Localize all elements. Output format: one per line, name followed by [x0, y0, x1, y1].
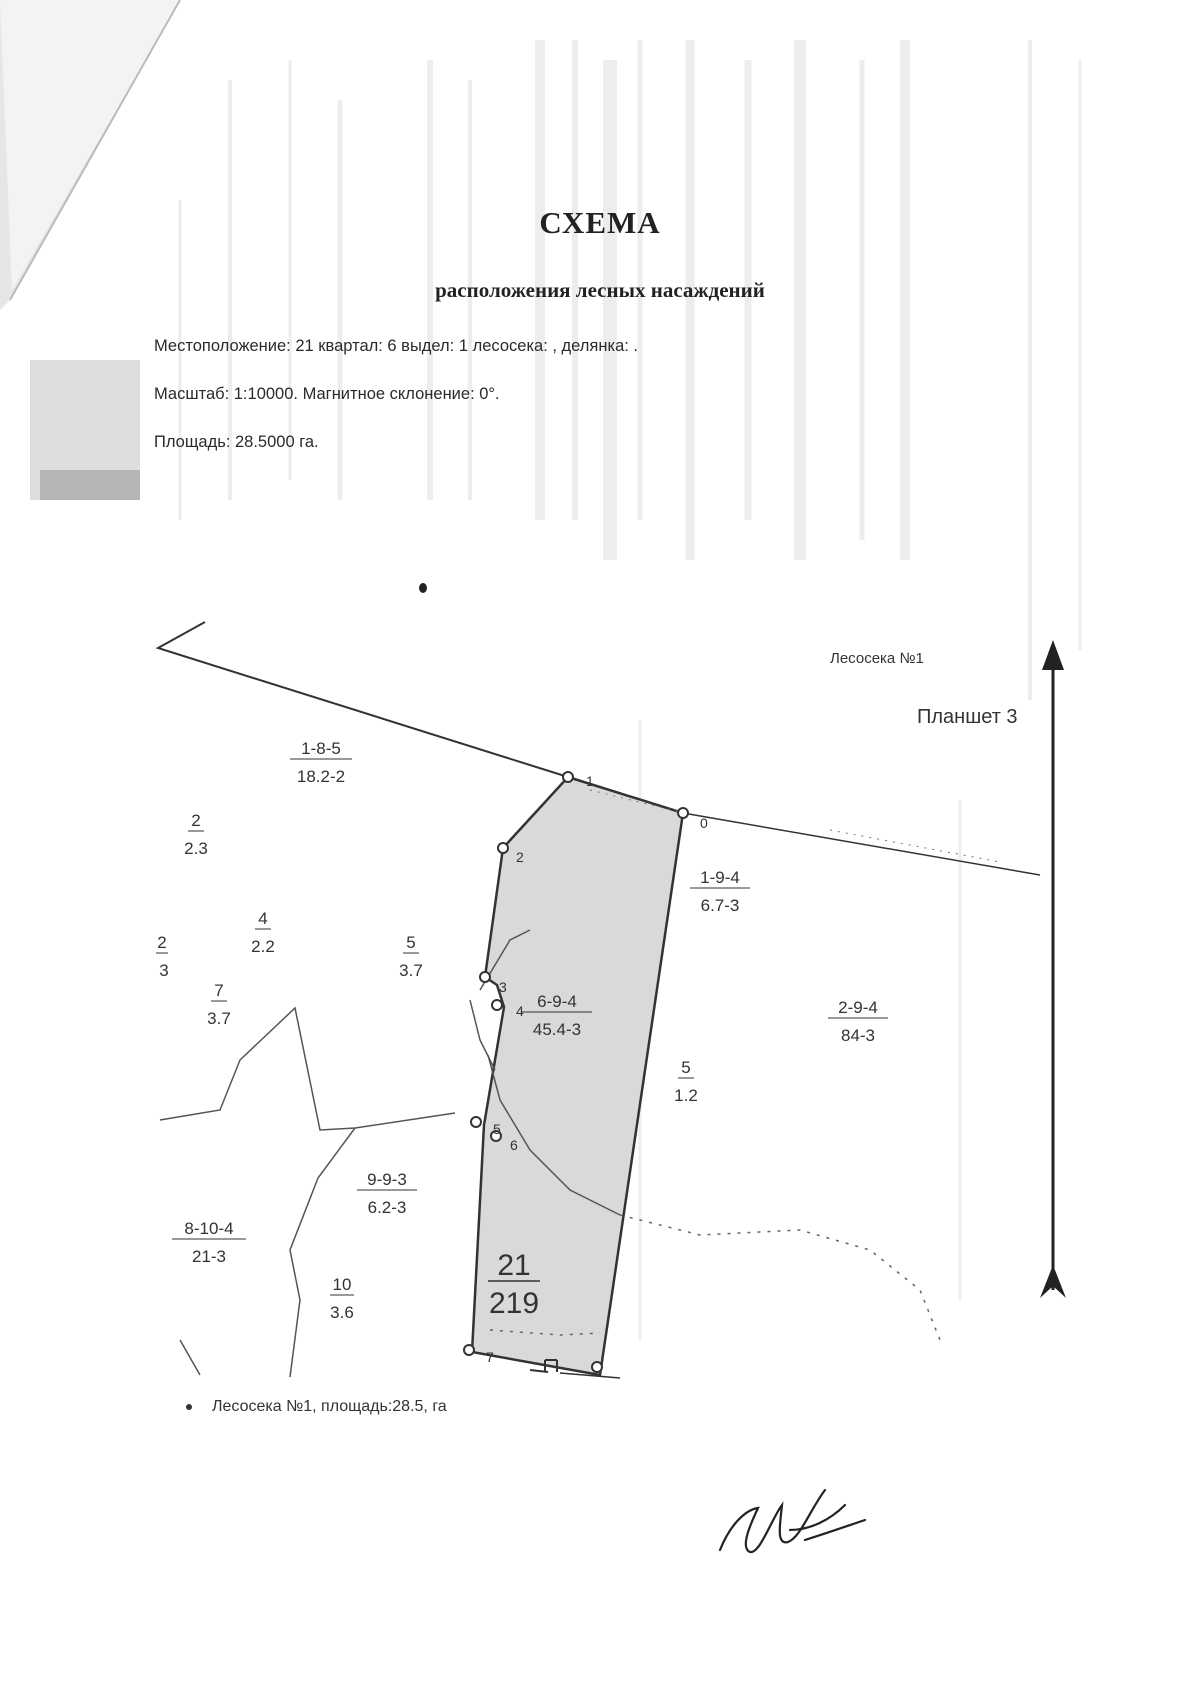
parcel-label: 5 1.2 — [674, 1058, 698, 1105]
parcel-label: 6-9-4 45.4-3 — [522, 992, 592, 1039]
vertex-marker — [479, 971, 491, 983]
svg-text:3.7: 3.7 — [399, 961, 423, 980]
svg-text:8-10-4: 8-10-4 — [184, 1219, 233, 1238]
svg-text:2.3: 2.3 — [184, 839, 208, 858]
svg-text:4: 4 — [258, 909, 267, 928]
svg-text:2.2: 2.2 — [251, 937, 275, 956]
svg-text:7: 7 — [214, 981, 223, 1000]
svg-text:3.6: 3.6 — [330, 1303, 354, 1322]
svg-text:10: 10 — [333, 1275, 352, 1294]
parcel-label: 2 3 — [156, 933, 169, 980]
svg-text:21-3: 21-3 — [192, 1247, 226, 1266]
quarter-boundary-line — [682, 812, 1041, 876]
parcel-label: 4 2.2 — [251, 909, 275, 956]
svg-text:1-9-4: 1-9-4 — [700, 868, 740, 887]
vertex-marker — [677, 807, 689, 819]
point-label: 4 — [516, 1003, 524, 1019]
svg-text:45.4-3: 45.4-3 — [533, 1020, 581, 1039]
quarter-label: 21 219 — [488, 1249, 540, 1320]
parcel-label: 1-8-5 18.2-2 — [290, 739, 352, 786]
svg-text:6-9-4: 6-9-4 — [537, 992, 577, 1011]
point-label: 2 — [516, 849, 524, 865]
signature — [718, 1488, 867, 1554]
area-line: Площадь: 28.5000 га. — [154, 433, 319, 451]
svg-text:6.2-3: 6.2-3 — [368, 1198, 407, 1217]
point-label: 3 — [499, 979, 507, 995]
sheet-label: Планшет 3 — [917, 706, 1018, 728]
svg-text:1.2: 1.2 — [674, 1086, 698, 1105]
parcel-label: 7 3.7 — [207, 981, 231, 1028]
bullet-icon — [186, 1404, 192, 1410]
parcel-label: 5 3.7 — [399, 933, 423, 980]
svg-text:1-8-5: 1-8-5 — [301, 739, 341, 758]
vertex-marker — [562, 771, 574, 783]
vertex-marker — [591, 1361, 603, 1373]
legend-item: Лесосека №1, площадь:28.5, га — [186, 1398, 447, 1416]
document-title: СХЕМА — [539, 205, 661, 240]
point-label: 5 — [493, 1121, 501, 1137]
legend-text: Лесосека №1, площадь:28.5, га — [212, 1398, 447, 1415]
plot-name-label: Лесосека №1 — [830, 650, 924, 667]
document-subtitle: расположения лесных насаждений — [435, 278, 765, 302]
folded-corner — [0, 0, 181, 310]
parcel-label: 2 2.3 — [184, 811, 208, 858]
svg-text:3: 3 — [159, 961, 168, 980]
parcel-label: 9-9-3 6.2-3 — [357, 1170, 417, 1217]
point-label: 0 — [700, 815, 708, 831]
svg-text:21: 21 — [497, 1249, 530, 1282]
vertex-marker — [497, 842, 509, 854]
plot-polygon — [470, 775, 685, 1377]
scale-line: Масштаб: 1:10000. Магнитное склонение: 0… — [154, 385, 500, 403]
svg-text:5: 5 — [406, 933, 415, 952]
vertex-marker — [470, 1116, 482, 1128]
svg-text:3.7: 3.7 — [207, 1009, 231, 1028]
svg-text:2-9-4: 2-9-4 — [838, 998, 878, 1017]
svg-text:5: 5 — [681, 1058, 690, 1077]
svg-text:2: 2 — [157, 933, 166, 952]
location-line: Местоположение: 21 квартал: 6 выдел: 1 л… — [154, 337, 638, 355]
svg-text:219: 219 — [489, 1287, 539, 1320]
quarter-boundary-line — [155, 621, 569, 778]
point-label: 1 — [586, 773, 594, 789]
parcel-label: 1-9-4 6.7-3 — [690, 868, 750, 915]
svg-text:84-3: 84-3 — [841, 1026, 875, 1045]
point-label: 7 — [486, 1349, 494, 1365]
parcel-label: 8-10-4 21-3 — [172, 1219, 246, 1266]
vertex-marker — [490, 1130, 502, 1142]
north-arrow — [1040, 640, 1066, 1298]
parcel-label: 2-9-4 84-3 — [828, 998, 888, 1045]
svg-text:6.7-3: 6.7-3 — [701, 896, 740, 915]
vertex-marker — [463, 1344, 475, 1356]
parcel-label: 10 3.6 — [330, 1275, 354, 1322]
svg-text:2: 2 — [191, 811, 200, 830]
point-label: 6 — [510, 1137, 518, 1153]
svg-text:18.2-2: 18.2-2 — [297, 767, 345, 786]
svg-text:9-9-3: 9-9-3 — [367, 1170, 407, 1189]
vertex-marker — [491, 999, 503, 1011]
forest-plot-map: 0 1 2 3 4 5 6 7 Лесосека №1 Планшет 3 — [155, 621, 1066, 1379]
